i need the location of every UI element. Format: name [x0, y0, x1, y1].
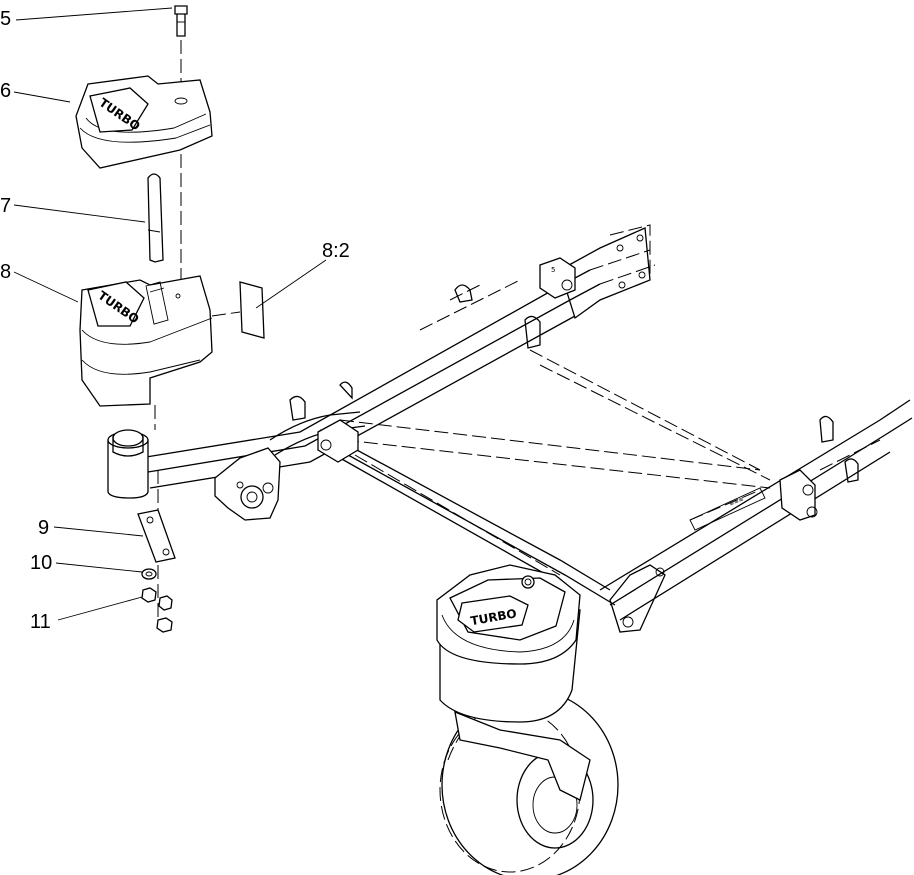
leader-lines: [13, 7, 327, 621]
decal-part-8-2: [211, 281, 265, 339]
mower-frame: 5 ≡≡≡: [139, 224, 913, 633]
callout-labels: 5 6 7 8 8:2 9 10 11: [0, 8, 350, 633]
callout-8: 8: [0, 261, 11, 283]
weight-part-8: TURBO: [79, 275, 213, 625]
callout-8-2: 8:2: [322, 240, 350, 262]
spindle-housing: [107, 429, 149, 499]
washer-part-10: [141, 568, 157, 580]
caster-wheel-assembly: TURBO: [436, 564, 619, 875]
callout-5: 5: [0, 8, 11, 30]
callout-7: 7: [0, 195, 11, 217]
svg-text:≡≡≡: ≡≡≡: [728, 496, 745, 508]
bolt-part-5: [174, 5, 188, 310]
callout-9: 9: [38, 517, 49, 539]
weight-cap-part-6: TURBO: [75, 75, 213, 169]
callout-6: 6: [0, 80, 11, 102]
bracket-part-9: [137, 509, 176, 563]
callout-10: 10: [30, 552, 52, 574]
svg-text:5: 5: [551, 266, 555, 274]
callout-11: 11: [30, 611, 51, 633]
handle-part-7: [147, 173, 164, 263]
nut-part-11: [141, 587, 173, 633]
